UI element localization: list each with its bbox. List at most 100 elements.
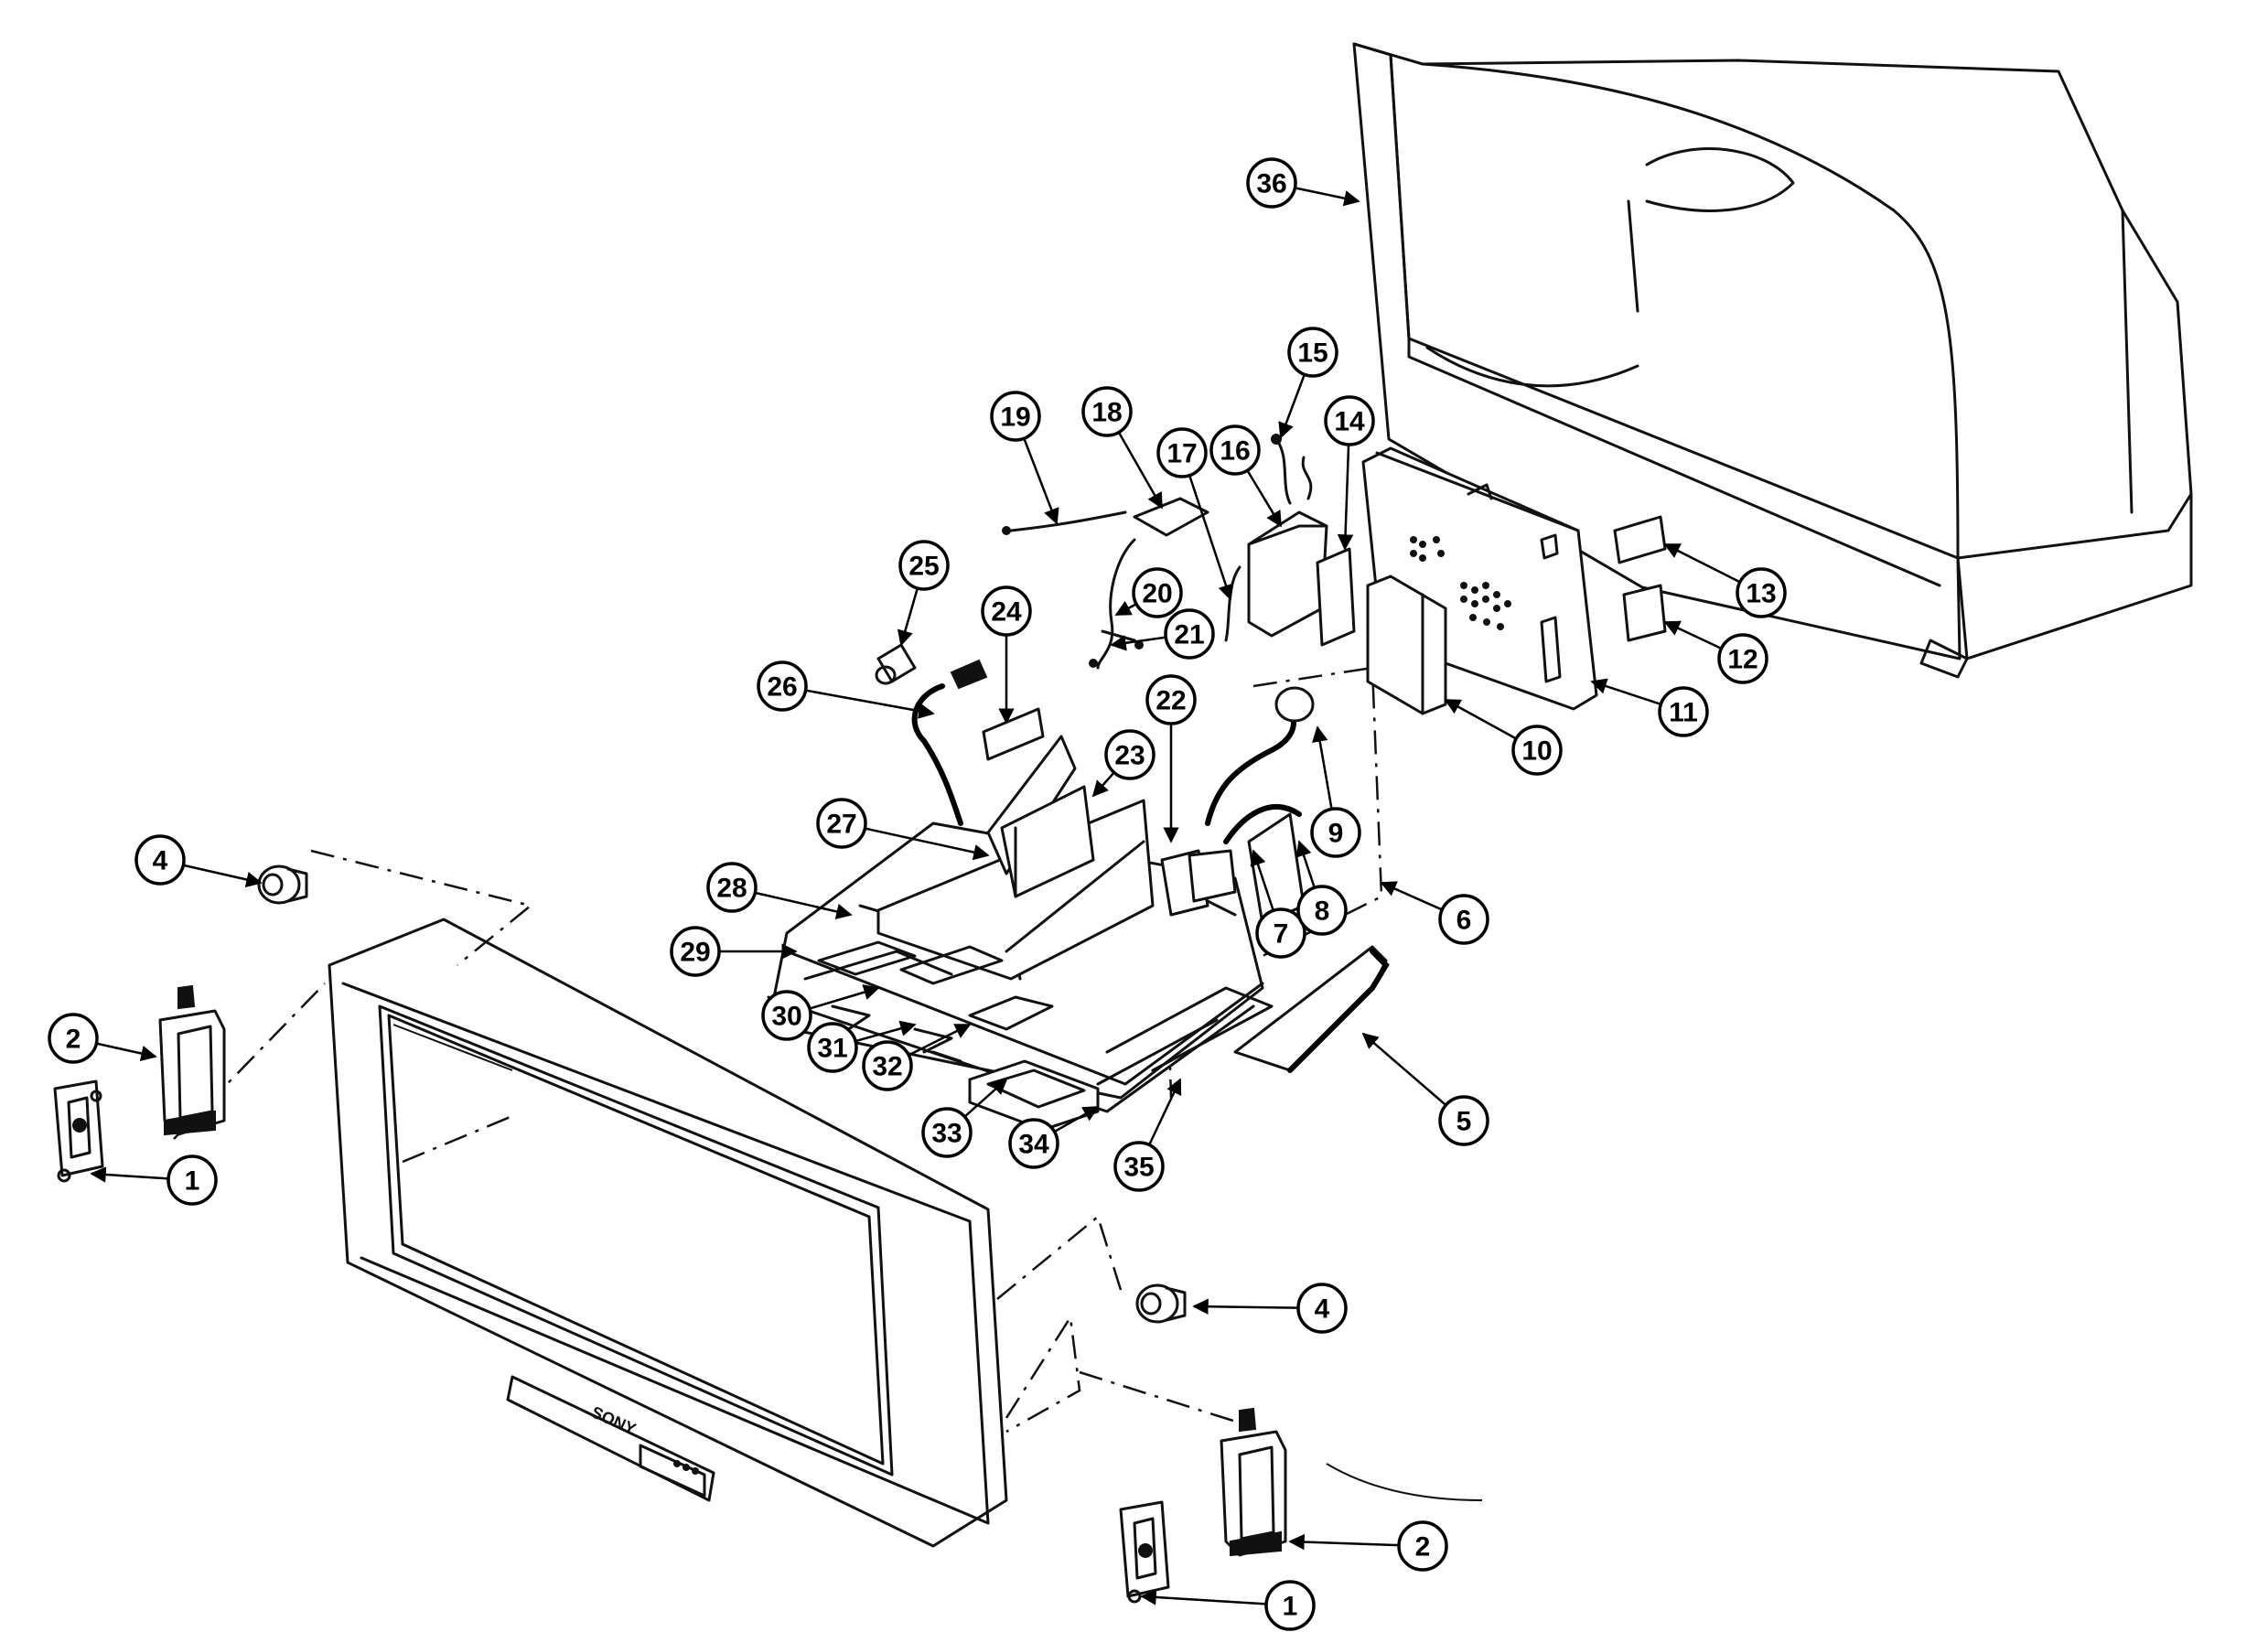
- cap-left: [257, 864, 308, 905]
- callout-circle-27: [816, 798, 867, 849]
- callout-circle-24: [981, 585, 1032, 637]
- callout-circle-34: [1008, 1118, 1059, 1169]
- callout-circle-29: [670, 926, 721, 977]
- callout-number-28: 28: [716, 874, 747, 904]
- callout-number-36: 36: [1256, 169, 1286, 199]
- callout-circle-11: [1658, 686, 1709, 737]
- callout-leader-18: [1117, 431, 1164, 510]
- callout-leader-13: [1663, 542, 1741, 584]
- callout-number-32: 32: [872, 1052, 902, 1082]
- callout-number-17: 17: [1166, 439, 1197, 469]
- vertical-boards: [982, 707, 1095, 898]
- callout-number-22: 22: [1155, 686, 1186, 716]
- callout-circle-36: [1246, 157, 1297, 209]
- callout-number-18: 18: [1091, 398, 1122, 428]
- callout-circle-1: [1264, 1580, 1316, 1631]
- callout-number-26: 26: [767, 672, 797, 703]
- callout-circle-14: [1324, 395, 1375, 446]
- circuit-component-dots: [1410, 536, 1511, 630]
- callout-circle-1: [167, 1154, 218, 1206]
- callout-number-34: 34: [1018, 1130, 1049, 1160]
- callout-leader-30: [809, 984, 880, 1010]
- callout-circle-30: [761, 990, 812, 1041]
- part-5-panel: [1233, 945, 1390, 1073]
- callout-leader-5: [1361, 1032, 1447, 1106]
- callout-leader-12: [1663, 620, 1723, 650]
- callout-circle-2: [1397, 1520, 1448, 1572]
- callout-number-7: 7: [1274, 919, 1289, 950]
- callout-leader-27: [865, 827, 990, 861]
- callout-number-4: 4: [1315, 1294, 1330, 1325]
- callout-leader-26: [805, 689, 935, 719]
- callout-number-35: 35: [1123, 1153, 1154, 1183]
- callout-circle-19: [990, 391, 1041, 442]
- callout-leader-9: [1312, 725, 1333, 810]
- callout-leader-4: [1192, 1298, 1299, 1315]
- callout-leader-7: [1250, 849, 1274, 911]
- callout-circle-22: [1145, 674, 1197, 725]
- callout-number-12: 12: [1727, 645, 1757, 675]
- callout-leader-6: [1380, 881, 1443, 911]
- callout-circle-4: [1296, 1283, 1348, 1334]
- callout-circle-7: [1255, 907, 1306, 959]
- callout-leader-8: [1295, 840, 1316, 888]
- callout-circle-18: [1081, 386, 1133, 437]
- callout-leader-15: [1278, 373, 1306, 439]
- callout-leader-21: [1110, 635, 1166, 651]
- callout-number-16: 16: [1220, 436, 1250, 467]
- callout-circle-23: [1104, 729, 1155, 780]
- callout-labels: 1243615141617181920212223242526272829303…: [48, 157, 1787, 1631]
- callout-number-9: 9: [1328, 819, 1344, 849]
- callout-leader-32: [908, 1023, 972, 1057]
- callout-leader-2: [96, 1042, 157, 1062]
- callout-leader-25: [897, 587, 919, 647]
- callout-number-4: 4: [153, 846, 168, 876]
- callout-number-33: 33: [931, 1119, 962, 1149]
- callout-circle-2: [48, 1013, 99, 1064]
- callout-number-10: 10: [1521, 736, 1552, 767]
- callout-leader-2: [1288, 1533, 1400, 1551]
- callout-leader-36: [1295, 187, 1360, 207]
- callout-circle-26: [757, 660, 808, 712]
- main-circuit-board: [1361, 446, 1598, 715]
- upper-components: [875, 434, 1356, 685]
- callout-leader-17: [1188, 475, 1234, 601]
- callout-leader-28: [755, 891, 853, 919]
- callout-number-8: 8: [1315, 897, 1330, 927]
- callout-number-11: 11: [1669, 698, 1698, 728]
- brand-logo-text: SONY: [588, 1402, 639, 1438]
- callout-number-23: 23: [1114, 741, 1145, 771]
- callout-number-1: 1: [1283, 1592, 1298, 1622]
- callout-number-20: 20: [1142, 579, 1172, 609]
- callout-leader-20: [1114, 600, 1137, 617]
- callout-number-25: 25: [908, 552, 939, 582]
- callout-leader-4: [183, 864, 263, 888]
- callout-circle-9: [1310, 807, 1361, 858]
- callout-circle-31: [807, 1022, 858, 1073]
- callout-leader-11: [1590, 678, 1661, 706]
- callout-number-21: 21: [1174, 620, 1204, 650]
- callout-circle-6: [1438, 894, 1489, 945]
- callout-leader-19: [1023, 437, 1059, 525]
- callout-circle-28: [706, 862, 758, 913]
- callout-leader-33: [963, 1078, 1008, 1118]
- callout-circle-21: [1164, 608, 1215, 660]
- callout-leader-35: [1148, 1078, 1182, 1146]
- callout-circle-5: [1438, 1095, 1489, 1146]
- callout-number-5: 5: [1456, 1107, 1472, 1137]
- callout-circle-35: [1113, 1141, 1165, 1192]
- callout-number-30: 30: [771, 1002, 801, 1032]
- callout-circle-17: [1156, 427, 1208, 478]
- callout-number-2: 2: [66, 1025, 81, 1055]
- callout-number-6: 6: [1456, 906, 1472, 936]
- callout-circle-33: [921, 1107, 973, 1158]
- callout-number-14: 14: [1334, 407, 1365, 437]
- callout-number-27: 27: [826, 810, 856, 840]
- callout-circle-32: [862, 1040, 913, 1091]
- callout-leader-16: [1246, 469, 1283, 528]
- callout-leader-1: [90, 1166, 169, 1183]
- callout-number-2: 2: [1415, 1532, 1431, 1562]
- callout-number-19: 19: [1000, 403, 1030, 433]
- cap-right: [1135, 1283, 1187, 1324]
- callout-circle-8: [1296, 885, 1348, 936]
